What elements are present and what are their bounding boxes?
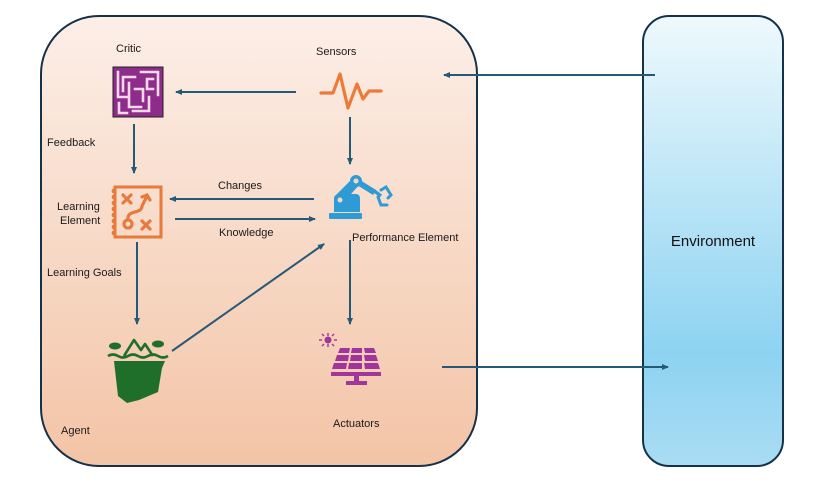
learning-goals-label: Learning Goals [47,267,122,279]
sensors-label: Sensors [316,46,357,58]
robot-arm-icon [329,175,393,219]
iceberg-icon [107,338,169,403]
knowledge-label: Knowledge [219,227,274,239]
arrow-problem-generator-to-performance [171,243,325,352]
solar-panel-icon [319,333,381,385]
pulse-wave-icon [319,72,383,110]
learning-element-label-line1: Learning [57,201,100,213]
performance-element-label: Performance Element [352,232,459,244]
feedback-label: Feedback [47,137,96,149]
agent-label: Agent [61,425,90,437]
learning-element-label-line2: Element [60,215,101,227]
actuators-label: Actuators [333,418,380,430]
critic-label: Critic [116,43,142,55]
environment-box [642,15,784,467]
changes-label: Changes [218,180,263,192]
strategy-board-icon [111,185,163,239]
maze-icon [112,66,164,118]
environment-label: Environment [670,233,756,250]
